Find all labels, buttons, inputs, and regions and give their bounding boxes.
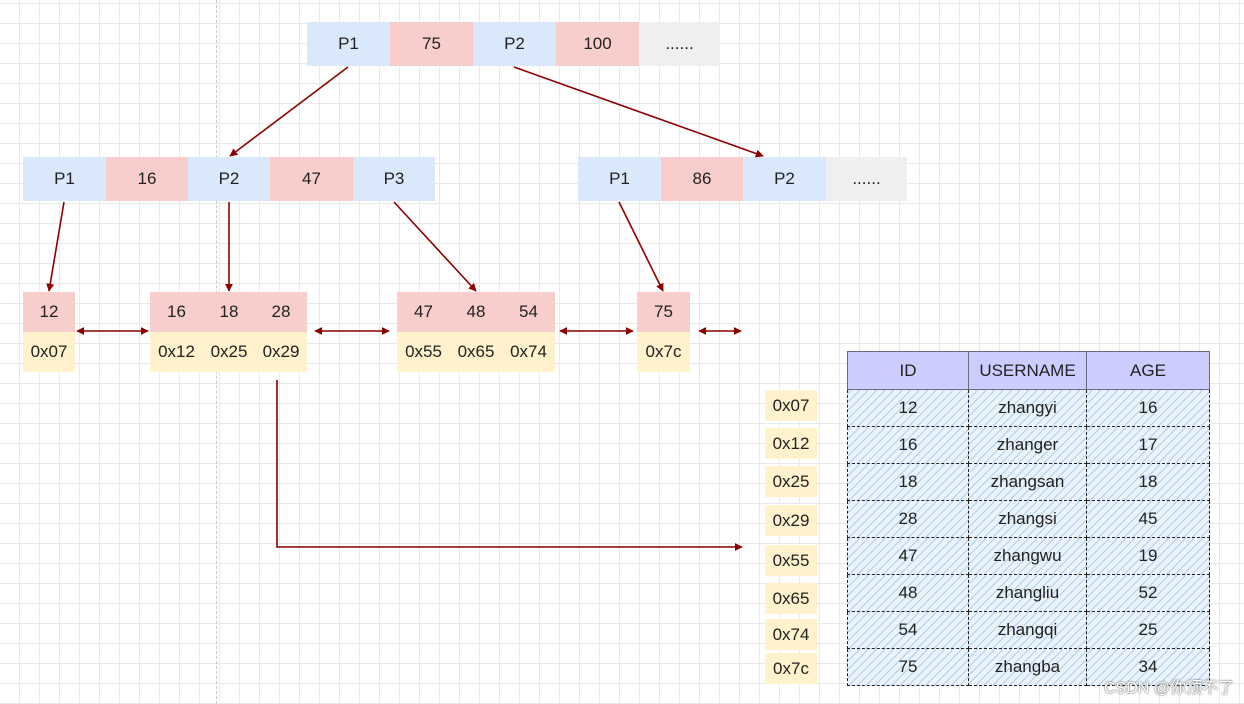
internal-ellipsis-cell: ......: [826, 157, 907, 201]
column-header-id: ID: [847, 351, 969, 390]
internal-pointer-cell: P2: [188, 157, 270, 201]
id-cell: 18: [847, 463, 969, 501]
leaf-key-cell: 75: [637, 292, 690, 332]
leaf-address-cell: 0x7c: [637, 332, 690, 372]
username-cell: zhangba: [968, 648, 1087, 686]
address-label: 0x25: [765, 466, 817, 497]
address-label: 0x74: [765, 619, 817, 650]
watermark: CSDN @你顶不了: [1103, 680, 1234, 697]
internal-key-cell: 86: [661, 157, 743, 201]
column-header-username: USERNAME: [968, 351, 1087, 390]
leaf-key-cell: 47: [397, 292, 450, 332]
table-row: 16 zhanger 17: [847, 426, 1210, 464]
internal-pointer-cell: P1: [578, 157, 661, 201]
id-cell: 48: [847, 574, 969, 612]
address-label: 0x7c: [765, 653, 817, 684]
data-table: ID USERNAME AGE 12 zhangyi 16 16 zhanger…: [847, 351, 1210, 686]
id-cell: 12: [847, 389, 969, 427]
internal-pointer-cell: P2: [743, 157, 826, 201]
username-cell: zhanger: [968, 426, 1087, 464]
table-row: 28 zhangsi 45: [847, 500, 1210, 538]
leaf-key-cell: 54: [502, 292, 555, 332]
table-row: 48 zhangliu 52: [847, 574, 1210, 612]
leaf-address-cell: 0x74: [502, 332, 555, 372]
arrow-root-p1-to-left-node: [229, 66, 349, 157]
address-label: 0x55: [765, 545, 817, 576]
table-row: 47 zhangwu 19: [847, 537, 1210, 575]
leaf-address-cell: 0x65: [450, 332, 502, 372]
root-key-cell: 100: [556, 22, 639, 66]
arrow-right-p1-to-leaf-4: [618, 201, 664, 292]
arrow-p1-to-leaf-1: [46, 201, 65, 292]
table-row: 12 zhangyi 16: [847, 389, 1210, 427]
age-cell: 16: [1086, 389, 1210, 427]
id-cell: 47: [847, 537, 969, 575]
username-cell: zhangsan: [968, 463, 1087, 501]
age-cell: 18: [1086, 463, 1210, 501]
age-cell: 52: [1086, 574, 1210, 612]
leaf-address-cell: 0x12: [150, 332, 203, 372]
table-row: 54 zhangqi 25: [847, 611, 1210, 649]
root-ellipsis-cell: ......: [639, 22, 720, 66]
table-row: 75 zhangba 34: [847, 648, 1210, 686]
id-cell: 28: [847, 500, 969, 538]
leaf-address-cell: 0x55: [397, 332, 450, 372]
address-label: 0x12: [765, 428, 817, 459]
age-cell: 19: [1086, 537, 1210, 575]
internal-key-cell: 16: [106, 157, 188, 201]
username-cell: zhangliu: [968, 574, 1087, 612]
address-label: 0x65: [765, 583, 817, 614]
leaf-key-cell: 12: [23, 292, 75, 332]
age-cell: 45: [1086, 500, 1210, 538]
table-header-row: ID USERNAME AGE: [847, 351, 1210, 390]
leaf-key-cell: 28: [255, 292, 307, 332]
root-pointer-cell: P1: [307, 22, 390, 66]
id-cell: 16: [847, 426, 969, 464]
leaf-key-cell: 16: [150, 292, 203, 332]
internal-key-cell: 47: [270, 157, 353, 201]
username-cell: zhangyi: [968, 389, 1087, 427]
leaf-address-cell: 0x25: [203, 332, 255, 372]
age-cell: 34: [1086, 648, 1210, 686]
leaf-address-cell: 0x07: [23, 332, 75, 372]
username-cell: zhangsi: [968, 500, 1087, 538]
username-cell: zhangwu: [968, 537, 1087, 575]
arrow-address-to-table: [276, 380, 743, 551]
arrow-p3-to-leaf-3: [393, 201, 477, 292]
id-cell: 54: [847, 611, 969, 649]
id-cell: 75: [847, 648, 969, 686]
arrow-root-p2-to-right-node: [513, 66, 764, 158]
root-pointer-cell: P2: [473, 22, 556, 66]
root-key-cell: 75: [390, 22, 473, 66]
internal-pointer-cell: P1: [23, 157, 106, 201]
age-cell: 17: [1086, 426, 1210, 464]
internal-pointer-cell: P3: [353, 157, 435, 201]
leaf-address-cell: 0x29: [255, 332, 307, 372]
address-label: 0x07: [765, 390, 817, 421]
address-label: 0x29: [765, 505, 817, 536]
table-row: 18 zhangsan 18: [847, 463, 1210, 501]
leaf-key-cell: 48: [450, 292, 502, 332]
leaf-key-cell: 18: [203, 292, 255, 332]
